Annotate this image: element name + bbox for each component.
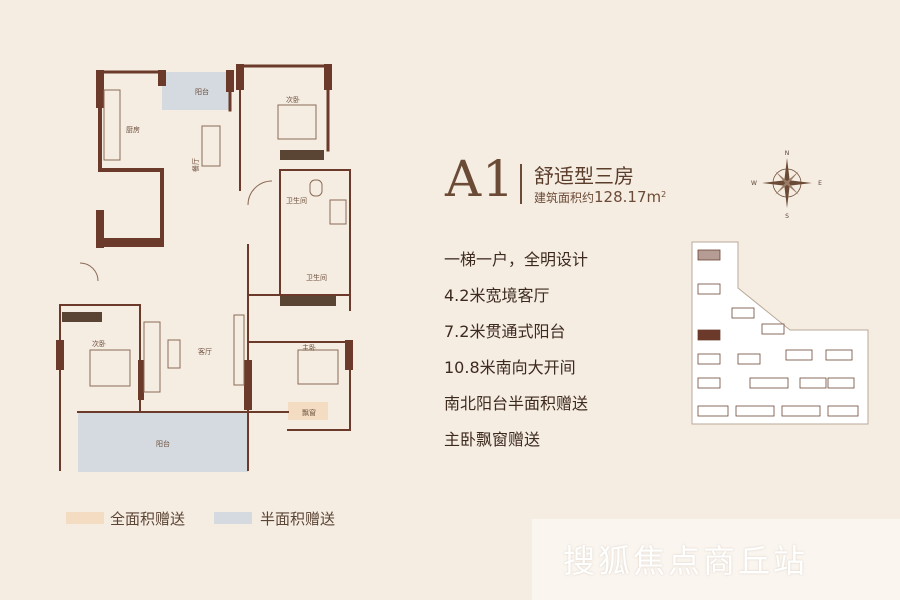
coffee-table [167,339,181,369]
building [799,377,827,389]
room-label: 次卧 [92,339,106,348]
balcony-south-fill [78,412,248,472]
feature-item: 7.2米贯通式阳台 [444,322,566,341]
wardrobe-master [280,296,336,306]
feature-list: 一梯一户，全明设计 4.2米宽境客厅 7.2米贯通式阳台 10.8米南向大开间 … [444,248,588,464]
room-label: 厨房 [126,125,140,134]
compass-rose-icon: N S E W [751,150,822,220]
building [697,283,721,295]
plan-area: 建筑面积约128.17m2 [534,188,666,206]
room-label: 客厅 [198,347,212,356]
feature-item: 10.8米南向大开间 [444,358,576,377]
building [827,405,859,417]
wall-block [244,360,252,410]
door-arc [79,262,99,282]
room-label: 阳台 [195,87,209,96]
wall-block [226,70,234,92]
area-sup: 2 [661,190,667,199]
wall-block [236,64,244,90]
building [697,353,721,365]
wall-interior [139,169,351,413]
legend-label-half: 半面积赠送 [260,510,336,528]
floor-plan: 阳台 厨房 餐厅 次卧 卫生间 卫生间 客厅 次卧 主卧 飘窗 阳台 [56,64,353,472]
wall-block [138,360,144,400]
building [825,349,853,361]
door-arc [247,180,273,206]
wall-west [59,304,141,471]
bed-ne [277,104,317,140]
wardrobe-w [62,312,102,322]
watermark-backdrop [532,519,900,600]
building [735,405,775,417]
wall-block [324,64,332,90]
sofa [143,321,161,393]
room-label: 飘窗 [302,408,316,417]
room-label: 阳台 [156,439,170,448]
room-label: 卫生间 [286,196,307,205]
plan-code: A1 [445,150,515,208]
room-label: 主卧 [302,343,316,352]
watermark-text: 搜狐焦点商丘站 [563,542,809,580]
wall-kitchen [98,70,164,247]
bed-w [89,349,131,387]
wall-block [96,210,104,248]
balcony-north-fill [162,72,230,110]
room-label: 卫生间 [306,273,327,282]
bay-window-fill [288,402,328,420]
feature-item: 4.2米宽境客厅 [444,286,550,305]
feature-item: 一梯一户，全明设计 [444,250,589,269]
building [781,405,821,417]
wall-block [96,70,104,108]
dining-table [201,125,221,167]
plan-type: 舒适型三房 [534,164,634,188]
building-highlight [698,330,720,340]
feature-item: 主卧飘窗赠送 [444,430,541,449]
building [737,353,761,365]
building [827,377,855,389]
site-plan [691,241,869,425]
legend-label-full: 全面积赠送 [110,510,186,528]
shower [329,199,347,225]
legend-swatch-full [66,512,104,524]
room-label: 餐厅 [191,158,200,172]
legend-swatch-half [214,512,252,524]
building [697,405,729,417]
building-highlight [698,250,720,260]
compass-n: N [785,150,790,157]
building [731,307,755,319]
building [785,349,813,361]
wall-block [345,340,353,370]
compass-w: W [751,180,757,187]
compass-e: E [818,180,822,187]
building [761,323,785,335]
wardrobe-ne [280,150,324,160]
building [749,377,789,389]
wall-block [100,238,164,244]
compass-s: S [785,213,789,220]
kitchen-counter [103,89,121,161]
area-value: 128.17m [594,188,662,206]
room-label: 次卧 [286,95,300,104]
toilet [309,179,323,197]
tv-cabinet [233,314,245,386]
wall-block [158,70,166,86]
area-label: 建筑面积约 [534,191,595,205]
title-divider [520,164,522,204]
bed-master [297,349,339,385]
feature-item: 南北阳台半面积赠送 [444,394,589,413]
building [697,377,721,389]
wall-block [56,340,64,370]
wall-south [77,341,351,471]
